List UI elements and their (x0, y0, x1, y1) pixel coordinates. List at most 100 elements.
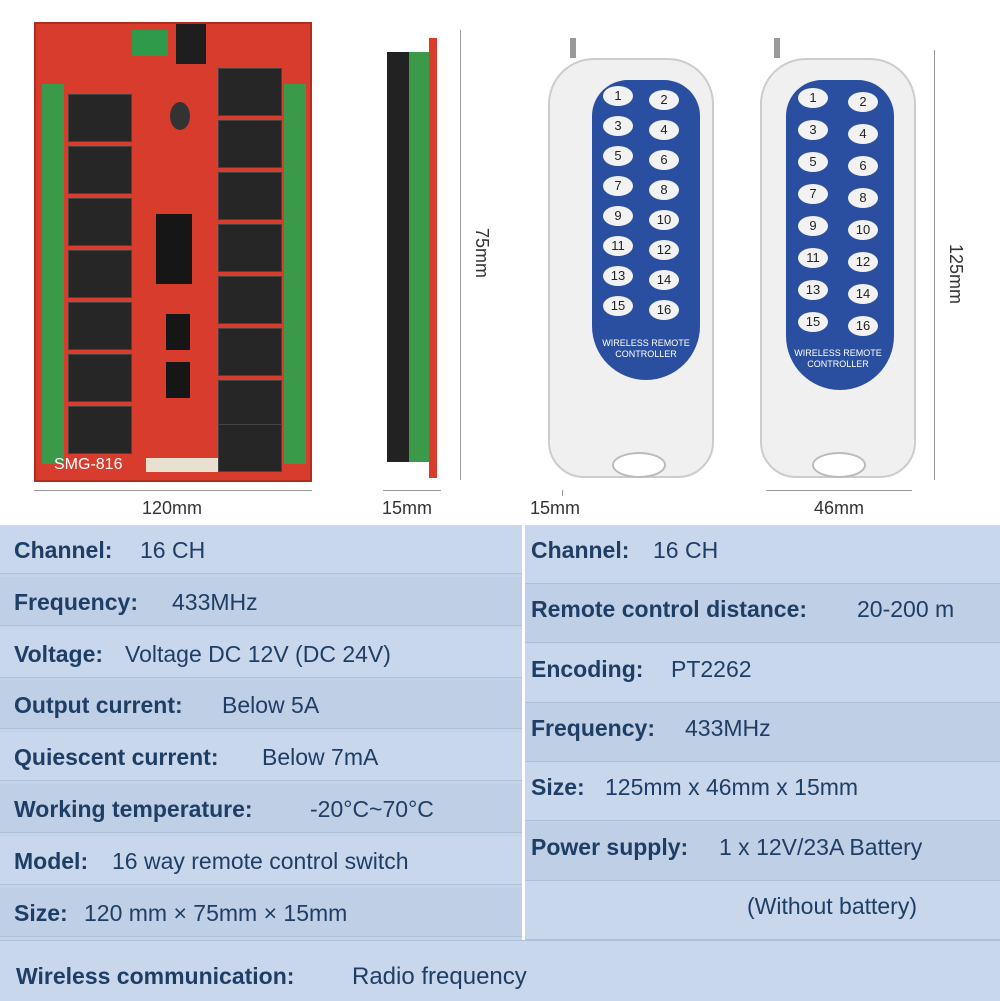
remote-width-label: 46mm (814, 498, 865, 518)
spec-value: 16 way remote control switch (112, 847, 409, 874)
remote-button-14: 14 (649, 270, 679, 290)
spec-value: PT2262 (671, 655, 752, 682)
dc-jack (176, 24, 206, 64)
remote-button-4: 4 (649, 120, 679, 140)
spec-row: Power supply:1 x 12V/23A Battery (525, 821, 1000, 881)
spec-label: Wireless communication: (16, 963, 295, 989)
remote-button-11: 11 (798, 248, 828, 268)
remote-button-1: 1 (603, 86, 633, 106)
remote-label-line1: WIRELESS REMOTE (794, 348, 882, 358)
relay (218, 68, 282, 116)
relay (218, 276, 282, 324)
ic-chip (156, 214, 192, 284)
spec-value: Below 5A (222, 692, 320, 719)
remote-button-8: 8 (649, 180, 679, 200)
remote-button-10: 10 (649, 210, 679, 230)
spec-row: Working temperature: -20°C~70°C (0, 784, 522, 833)
relay (68, 250, 132, 298)
remote-button-10: 10 (848, 220, 878, 240)
remote-button-6: 6 (848, 156, 878, 176)
board-width-line (34, 490, 312, 491)
remote-button-12: 12 (848, 252, 878, 272)
remote-button-16: 16 (848, 316, 878, 336)
right-terminal-strip (284, 84, 306, 464)
spec-value: -20°C~70°C (310, 796, 434, 822)
spec-row: Frequency: 433MHz (0, 576, 522, 626)
remote-button-7: 7 (798, 184, 828, 204)
remote-width-line (766, 490, 912, 491)
keyring-hole (612, 452, 666, 478)
remote-button-4: 4 (848, 124, 878, 144)
board-height-label: 75mm (472, 228, 492, 279)
spec-label: Encoding: (531, 655, 644, 682)
remote-button-13: 13 (603, 266, 633, 286)
relay (218, 224, 282, 272)
board-thickness-line (383, 490, 441, 491)
spec-row: Size:120 mm × 75mm × 15mm (0, 887, 522, 937)
spec-label: Output current: (14, 692, 183, 719)
relay-board-image: SMG-816 (34, 22, 312, 482)
left-terminal-strip (42, 84, 64, 464)
remote-label-line2: CONTROLLER (615, 349, 677, 359)
board-thickness-label: 15mm (382, 498, 433, 518)
remote-specs: Channel:16 CH Remote control distance: 20-… (525, 525, 1000, 940)
spec-value: Voltage DC 12V (DC 24V) (125, 640, 391, 667)
spec-label: Remote control distance: (531, 596, 808, 623)
remote-height-line (934, 50, 935, 480)
remote-button-5: 5 (798, 152, 828, 172)
spec-row: Output current: Below 5A (0, 680, 522, 730)
remote-label-line2: CONTROLLER (807, 359, 869, 369)
remote-button-9: 9 (603, 206, 633, 226)
relay (218, 380, 282, 428)
remote-button-3: 3 (603, 116, 633, 136)
spec-label: Model: (14, 847, 89, 874)
spec-row: Channel:16 CH (525, 525, 1000, 584)
spec-label: Size: (14, 899, 68, 926)
relay (68, 146, 132, 194)
relay (218, 172, 282, 220)
spec-value: 16 CH (653, 537, 719, 563)
remote-button-12: 12 (649, 240, 679, 260)
spec-label: Size: (531, 774, 585, 801)
spec-label: Power supply: (531, 833, 689, 860)
remote-button-8: 8 (848, 188, 878, 208)
remote-thickness-tick (562, 490, 563, 496)
column-divider (522, 525, 525, 940)
spec-value: 125mm x 46mm x 15mm (605, 774, 859, 801)
spec-label: Frequency: (531, 714, 655, 741)
relay (68, 198, 132, 246)
spec-label: Quiescent current: (14, 744, 219, 771)
remote-button-3: 3 (798, 120, 828, 140)
spec-label: Frequency: (14, 588, 138, 615)
spec-label: Working temperature: (14, 796, 253, 822)
capacitor (170, 102, 190, 130)
board-side-view (383, 38, 441, 478)
remote-button-15: 15 (603, 296, 633, 316)
remote-button-14: 14 (848, 284, 878, 304)
spec-value: 16 CH (140, 537, 206, 563)
spec-row: Frequency: 433MHz (525, 702, 1000, 762)
spec-row: Quiescent current: Below 7mA (0, 732, 522, 782)
remote-button-7: 7 (603, 176, 633, 196)
spec-value: 433MHz (172, 588, 258, 615)
spec-row: Voltage:Voltage DC 12V (DC 24V) (0, 628, 522, 678)
ic-chip (166, 362, 190, 398)
spec-row: Channel: 16 CH (0, 525, 522, 574)
relay (218, 328, 282, 376)
remote-button-6: 6 (649, 150, 679, 170)
remote-button-9: 9 (798, 216, 828, 236)
keyring-hole (812, 452, 866, 478)
power-terminal (132, 30, 168, 56)
spec-value: Below 7mA (262, 744, 379, 771)
spec-value: 20-200 m (857, 596, 955, 623)
spec-label: Channel: (14, 537, 113, 563)
spec-value: 433MHz (685, 714, 771, 741)
spec-row: Encoding: PT2262 (525, 643, 1000, 703)
remote-button-15: 15 (798, 312, 828, 332)
spec-row: Model: 16 way remote control switch (0, 835, 522, 885)
remote-button-13: 13 (798, 280, 828, 300)
remote-antenna (570, 38, 576, 58)
remote-button-16: 16 (649, 300, 679, 320)
